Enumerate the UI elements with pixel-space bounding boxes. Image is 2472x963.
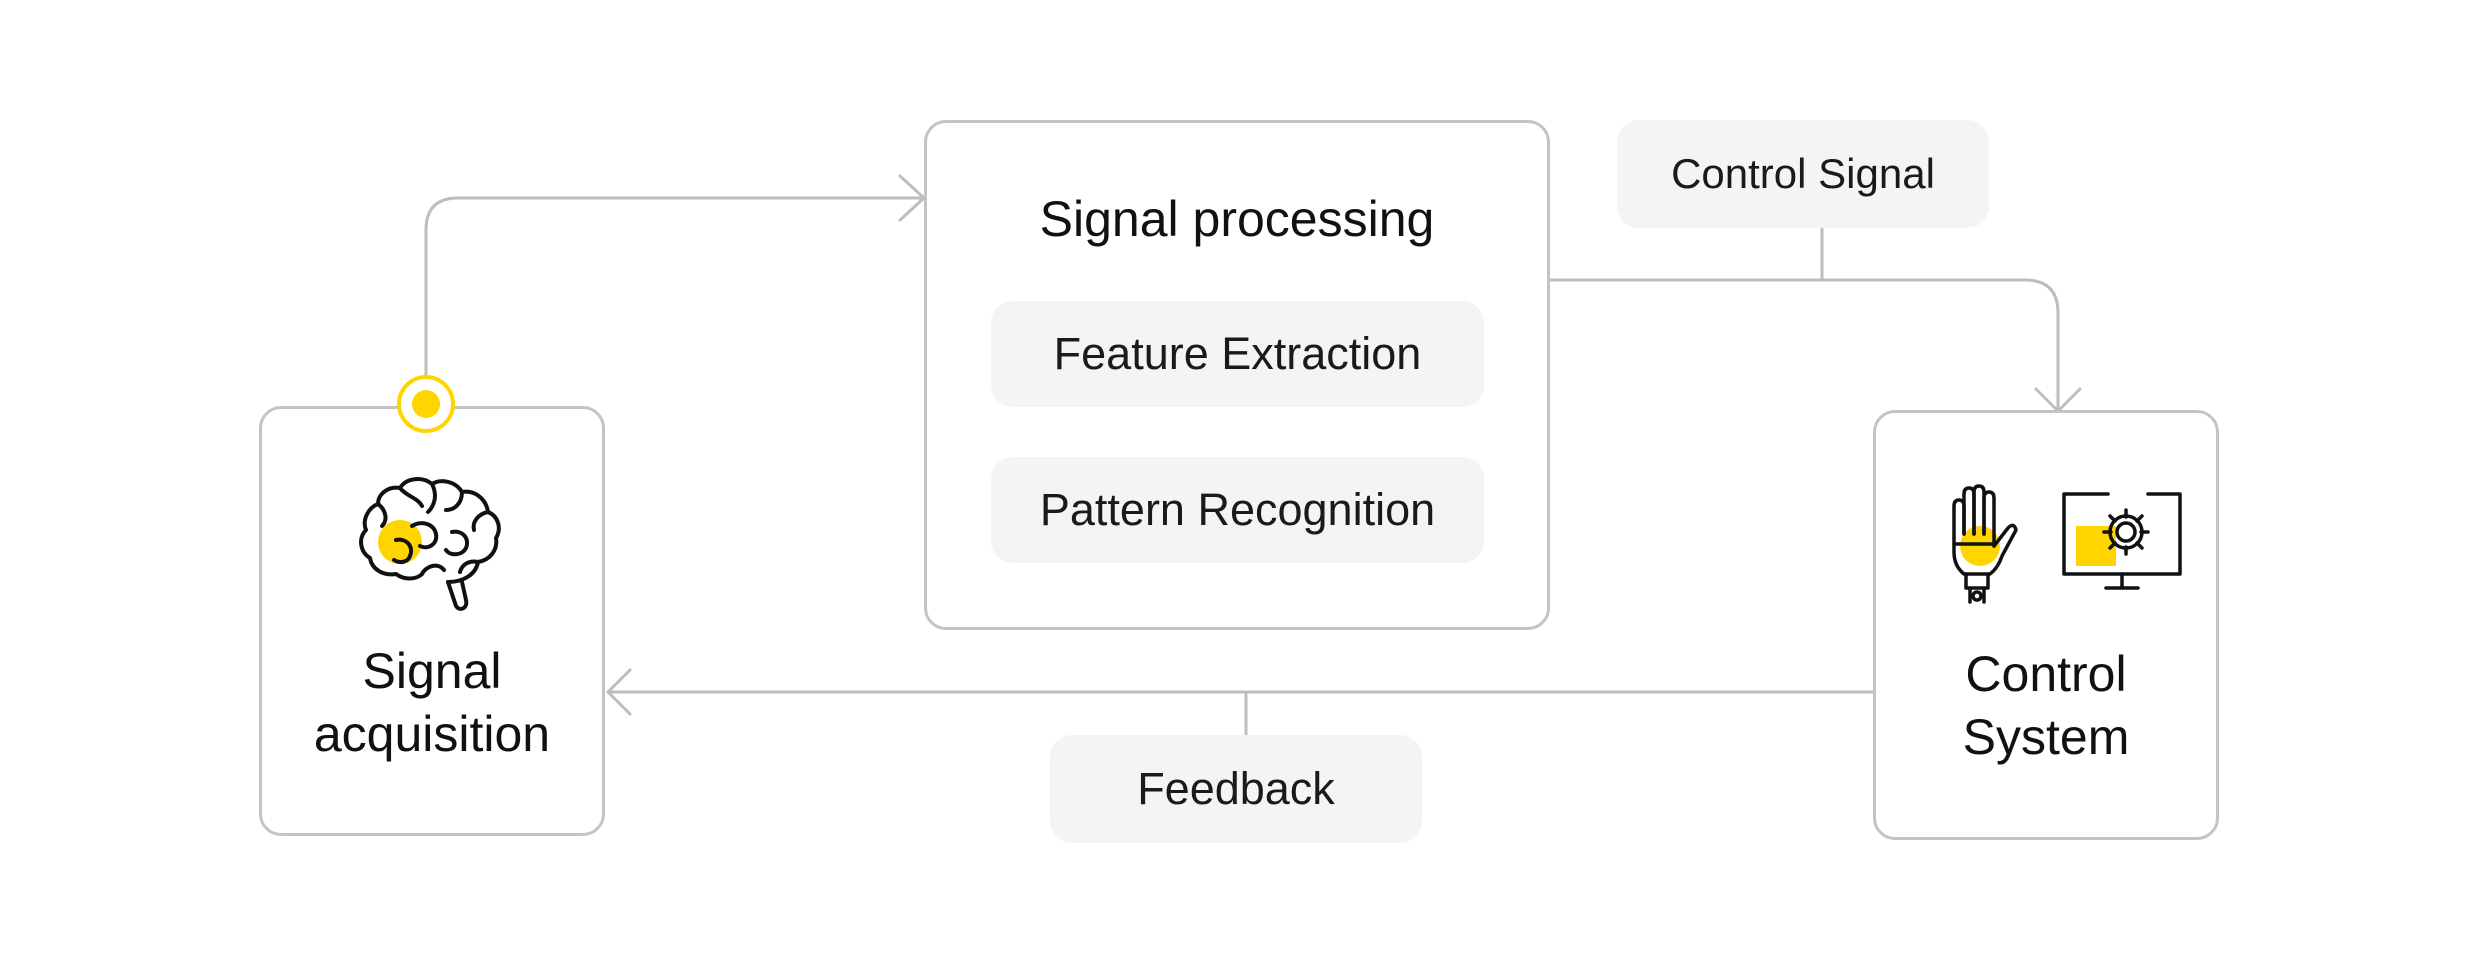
acquisition-title-line1: Signal [362, 643, 502, 699]
control-title-line1: Control [1965, 646, 2127, 702]
pattern-recognition-step: Pattern Recognition [991, 457, 1484, 563]
signal-acquisition-title: Signal acquisition [259, 640, 605, 765]
control-system-title: Control System [1873, 643, 2219, 768]
feedback-label: Feedback [1050, 735, 1422, 843]
brain-icon [359, 477, 501, 611]
acquisition-port-indicator [397, 375, 455, 433]
edge-acquisition-to-processing [424, 196, 924, 407]
monitor-gear-icon [2062, 492, 2182, 590]
edge-processing-to-control [1549, 278, 2060, 412]
acquisition-title-line2: acquisition [313, 705, 551, 762]
control-signal-label: Control Signal [1617, 120, 1989, 228]
feature-extraction-step: Feature Extraction [991, 301, 1484, 407]
robotic-hand-icon [1952, 484, 2018, 604]
control-system-node[interactable] [1873, 410, 2219, 840]
signal-acquisition-node[interactable] [259, 406, 605, 836]
control-title-line2: System [1962, 708, 2130, 765]
signal-processing-title: Signal processing [1039, 191, 1435, 247]
arrowhead-to-acquisition [606, 668, 632, 716]
